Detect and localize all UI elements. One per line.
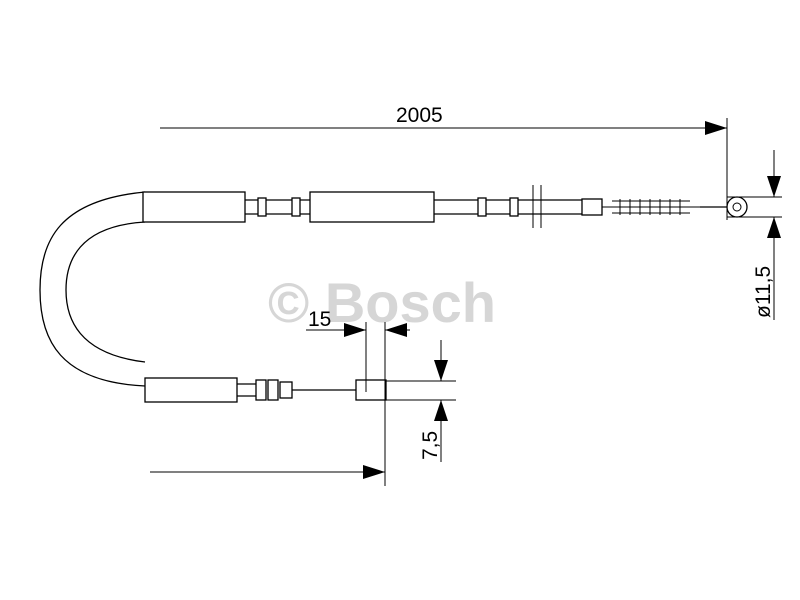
dimension-2005: 2005 — [160, 104, 728, 220]
nipple — [355, 379, 387, 401]
dimension-eye-diameter: ø11,5 — [752, 266, 775, 318]
eye-end — [726, 196, 748, 218]
watermark: © Bosch — [268, 271, 496, 334]
upper-rings — [257, 197, 519, 217]
dimension-total-length: 2005 — [396, 104, 443, 127]
dimension-nipple-offset: 7,5 — [419, 431, 442, 460]
dimension-15: 15 — [306, 308, 410, 486]
dimension-7-5: 7,5 — [386, 340, 456, 462]
upper-sleeve-1 — [142, 191, 246, 223]
lower-end-fitting — [237, 379, 387, 401]
break-marks — [532, 185, 542, 228]
dimension-eye: ø11,5 — [727, 150, 782, 320]
lower-sleeve — [144, 377, 238, 403]
upper-end-fitting — [581, 196, 748, 218]
upper-sleeve-2 — [309, 191, 435, 223]
lower-reference-arrow — [150, 465, 385, 479]
dimension-end-offset: 15 — [308, 308, 331, 331]
